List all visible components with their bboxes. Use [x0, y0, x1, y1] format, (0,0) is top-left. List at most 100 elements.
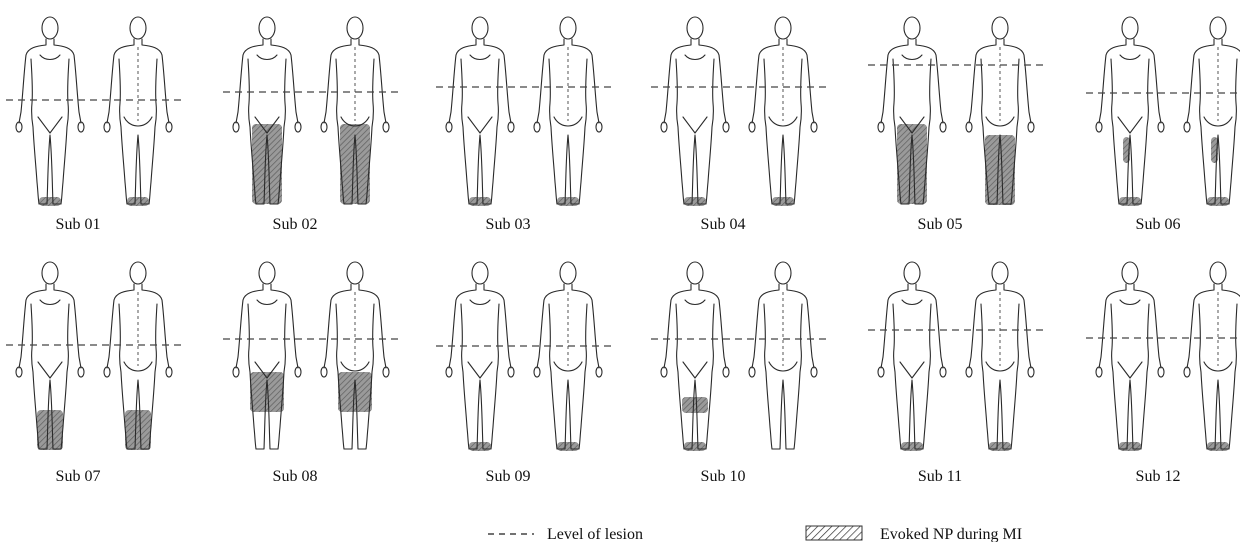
front-body-chart: [1096, 262, 1164, 451]
buttocks-line: [1204, 362, 1232, 371]
body-outline: [236, 284, 298, 449]
np-region: [557, 442, 579, 451]
subject-panel: Sub 02: [223, 17, 399, 233]
subject-panels: Sub 01 Sub 02 Sub 03 Sub 04 Sub 05 Sub 06 Sub …: [6, 17, 1240, 485]
head-outline: [904, 262, 920, 284]
body-outline: [664, 284, 726, 449]
head-outline: [560, 17, 576, 39]
np-region: [901, 442, 923, 451]
front-body-chart: [661, 262, 729, 451]
hip-line: [900, 362, 924, 378]
subject-label: Sub 08: [273, 468, 318, 485]
subject-panel: Sub 07: [6, 262, 182, 485]
body-outline: [664, 39, 726, 204]
buttocks-line: [124, 362, 152, 371]
chest-line: [902, 55, 922, 60]
subject-label: Sub 01: [56, 216, 101, 233]
chest-line: [40, 300, 60, 305]
back-body-chart: [321, 17, 389, 204]
chest-line: [1120, 55, 1140, 60]
subject-panel: Sub 09: [436, 262, 612, 485]
head-outline: [130, 262, 146, 284]
head-outline: [992, 17, 1008, 39]
chest-line: [470, 55, 490, 60]
head-outline: [259, 262, 275, 284]
hip-line: [468, 117, 492, 133]
head-outline: [347, 262, 363, 284]
subject-panel: Sub 11: [868, 262, 1044, 485]
back-body-chart: [749, 262, 817, 449]
legend-np-swatch: [806, 526, 862, 540]
back-body-chart: [749, 17, 817, 206]
head-outline: [904, 17, 920, 39]
subject-panel: Sub 12: [1086, 262, 1240, 485]
head-outline: [687, 17, 703, 39]
subject-panel: Sub 01: [6, 17, 182, 233]
chest-line: [902, 300, 922, 305]
subject-label: Sub 12: [1136, 468, 1181, 485]
body-outline: [1187, 39, 1240, 204]
head-outline: [1210, 17, 1226, 39]
subject-label: Sub 02: [273, 216, 318, 233]
chest-line: [40, 55, 60, 60]
body-outline: [969, 284, 1031, 449]
body-outline: [537, 39, 599, 204]
subject-label: Sub 11: [918, 468, 962, 485]
chest-line: [1120, 300, 1140, 305]
chest-line: [257, 300, 277, 305]
back-body-chart: [104, 17, 172, 206]
front-body-chart: [446, 17, 514, 206]
back-body-chart: [1184, 17, 1240, 206]
front-body-chart: [16, 262, 84, 450]
head-outline: [130, 17, 146, 39]
subject-panel: Sub 03: [436, 17, 612, 233]
back-body-chart: [966, 262, 1034, 451]
np-region: [1119, 442, 1141, 451]
chest-line: [470, 300, 490, 305]
body-outline: [19, 39, 81, 204]
chest-line: [685, 55, 705, 60]
body-outline: [752, 284, 814, 449]
subject-panel: Sub 05: [868, 17, 1044, 233]
subject-label: Sub 06: [1136, 216, 1181, 233]
subject-panel: Sub 08: [223, 262, 399, 485]
np-region: [1207, 197, 1229, 206]
subject-label: Sub 09: [486, 468, 531, 485]
head-outline: [1122, 17, 1138, 39]
np-region: [469, 442, 491, 451]
buttocks-line: [554, 117, 582, 126]
back-body-chart: [534, 262, 602, 451]
buttocks-line: [986, 362, 1014, 371]
body-outline: [449, 39, 511, 204]
np-region: [772, 197, 794, 206]
np-region: [684, 197, 706, 206]
body-outline: [1187, 284, 1240, 449]
chest-line: [257, 55, 277, 60]
body-outline: [449, 284, 511, 449]
subject-label: Sub 04: [701, 216, 746, 233]
np-region: [684, 442, 706, 451]
body-outline: [752, 39, 814, 204]
np-region: [39, 197, 61, 206]
hip-line: [1118, 362, 1142, 378]
head-outline: [42, 17, 58, 39]
head-outline: [1122, 262, 1138, 284]
hip-line: [38, 362, 62, 378]
hip-line: [38, 117, 62, 133]
head-outline: [259, 17, 275, 39]
chest-line: [685, 300, 705, 305]
np-region: [127, 197, 149, 206]
back-body-chart: [534, 17, 602, 206]
np-region: [1119, 197, 1141, 206]
head-outline: [1210, 262, 1226, 284]
np-region: [125, 410, 151, 450]
legend-np-label: Evoked NP during MI: [880, 526, 1022, 542]
body-outline: [881, 284, 943, 449]
np-region: [1207, 442, 1229, 451]
legend-lesion-label: Level of lesion: [547, 526, 643, 542]
front-body-chart: [878, 17, 946, 204]
buttocks-line: [986, 117, 1014, 126]
front-body-chart: [16, 17, 84, 206]
head-outline: [472, 17, 488, 39]
